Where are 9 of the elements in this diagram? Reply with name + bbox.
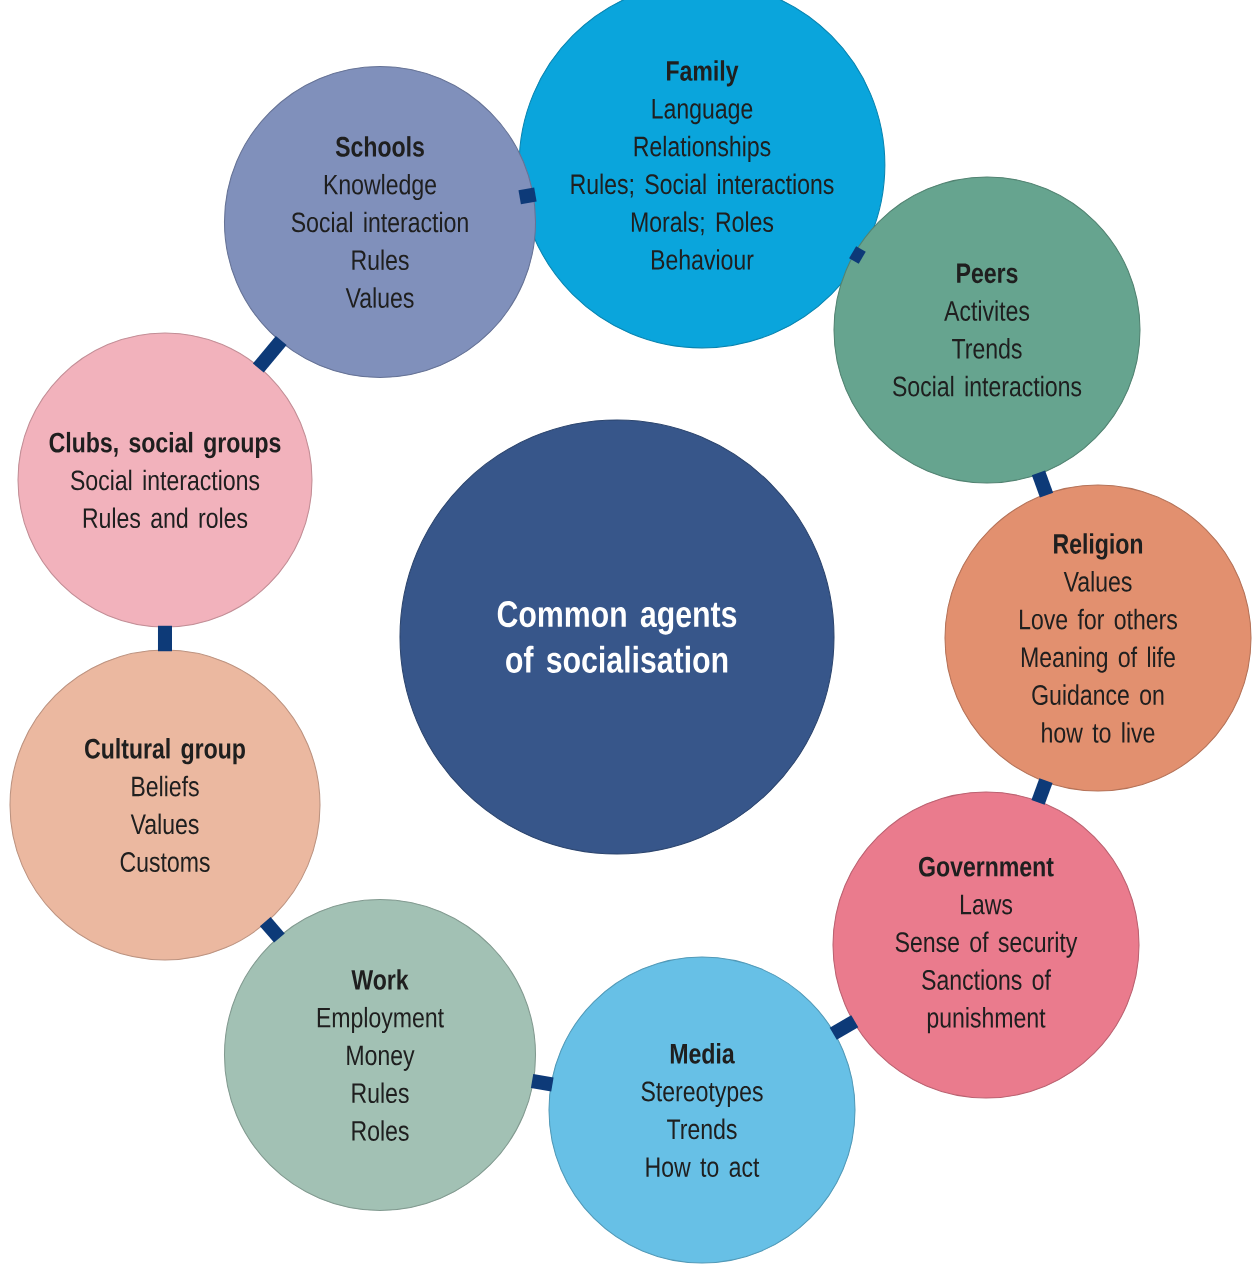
connector-bar <box>157 625 173 652</box>
connector-bar <box>259 917 285 943</box>
connector-bar <box>518 187 537 205</box>
connector-bar <box>1031 778 1053 805</box>
connector-bar <box>829 1015 859 1040</box>
connector-bar <box>252 336 287 373</box>
connector-bar <box>849 246 866 264</box>
connector-bar <box>530 1074 554 1092</box>
connector-bar <box>1031 470 1054 498</box>
